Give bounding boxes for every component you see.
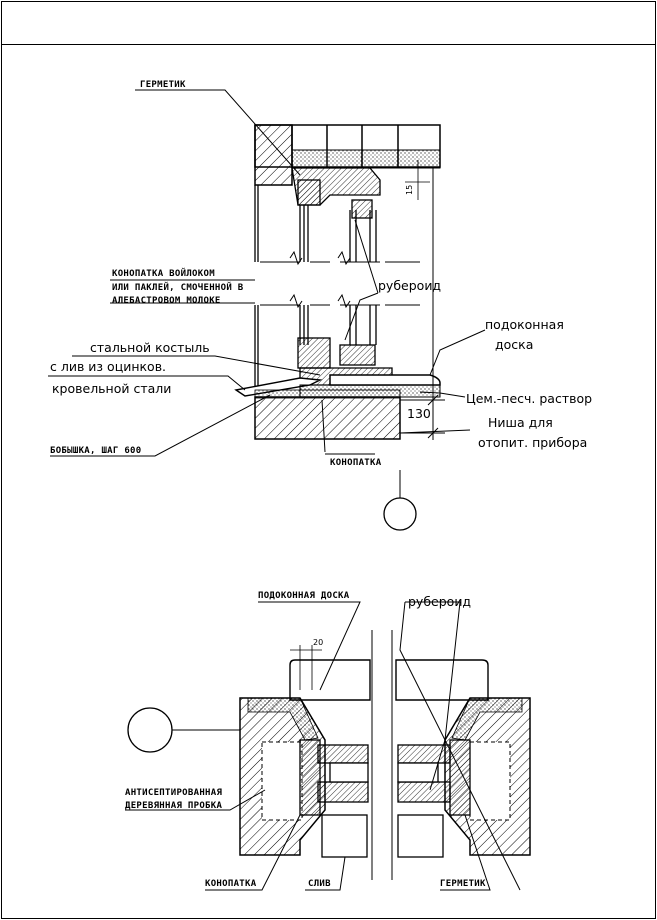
label-konopatka-mid: КОНОПАТКА: [330, 458, 382, 468]
label-dim-130: 130: [407, 406, 431, 421]
label-germetik-top: ГЕРМЕТИК: [140, 80, 186, 90]
window-frame-lower: [297, 305, 393, 386]
label-podokonnaya-1: подоконная: [485, 317, 564, 332]
label-nisha-2: отопит. прибора: [478, 435, 587, 450]
window-frame-upper: [291, 167, 381, 262]
label-sliv-1: с лив из оцинков.: [50, 359, 166, 374]
plan-leader-lines: [125, 601, 521, 891]
label-podokonnaya-doska-bottom: ПОДОКОННАЯ ДОСКА: [258, 591, 350, 601]
label-ruberoid-bottom: рубероид: [408, 594, 471, 609]
break-marks: [260, 250, 420, 309]
label-ruberoid-top: рубероид: [378, 278, 441, 293]
label-dim-20: 20: [313, 638, 323, 647]
label-antisept-1: АНТИСЕПТИРОВАННАЯ: [125, 788, 222, 798]
leader-lines: [48, 89, 486, 457]
wall-below: [254, 396, 401, 440]
horizontal-section: [125, 601, 531, 891]
plan-break-marks: [371, 630, 393, 880]
label-sliv-bottom: СЛИВ: [308, 879, 331, 889]
label-bobyshka: БОБЫШКА, ШАГ 600: [50, 446, 142, 456]
wall-outline: [254, 167, 434, 390]
window-frame-plan: [299, 739, 471, 816]
sill-board-left: [289, 659, 371, 701]
vertical-section: [48, 89, 486, 531]
dimension-20: [290, 645, 322, 690]
label-podokonnaya-2: доска: [495, 337, 533, 352]
dimension-130: [400, 375, 445, 440]
drip-right: [397, 814, 444, 858]
drip-left: [321, 814, 368, 858]
detail-callout-circle: [383, 497, 417, 531]
label-kostyl: стальной костыль: [90, 340, 210, 355]
label-antisept-2: ДЕРЕВЯННАЯ ПРОБКА: [125, 801, 222, 811]
label-germetik-bottom: ГЕРМЕТИК: [440, 879, 486, 889]
wood-plug-left: [261, 741, 303, 821]
label-sliv-2: кровельной стали: [52, 381, 171, 396]
header-divider: [1, 44, 656, 45]
label-konopatka-bottom: КОНОПАТКА: [205, 879, 257, 889]
label-cem: Цем.-песч. раствор: [466, 391, 592, 406]
sill-board: [329, 374, 441, 386]
wood-plug-right: [469, 741, 511, 821]
label-konopatka-line2: ИЛИ ПАКЛЕЙ, СМОЧЕННОЙ В: [112, 281, 244, 293]
label-nisha-1: Ниша для: [488, 415, 553, 430]
sill-board-right: [395, 659, 489, 701]
dimension-15: [405, 160, 430, 200]
detail-callout-circle-plan: [127, 707, 173, 753]
label-dim-15: 15: [405, 185, 414, 195]
label-konopatka-line3: АЛЕБАСТРОВОМ МОЛОКЕ: [112, 296, 221, 306]
annotation-labels: ГЕРМЕТИК КОНОПАТКА ВОЙЛОКОМ ИЛИ ПАКЛЕЙ, …: [50, 80, 592, 889]
label-konopatka-line1: КОНОПАТКА ВОЙЛОКОМ: [112, 267, 215, 279]
